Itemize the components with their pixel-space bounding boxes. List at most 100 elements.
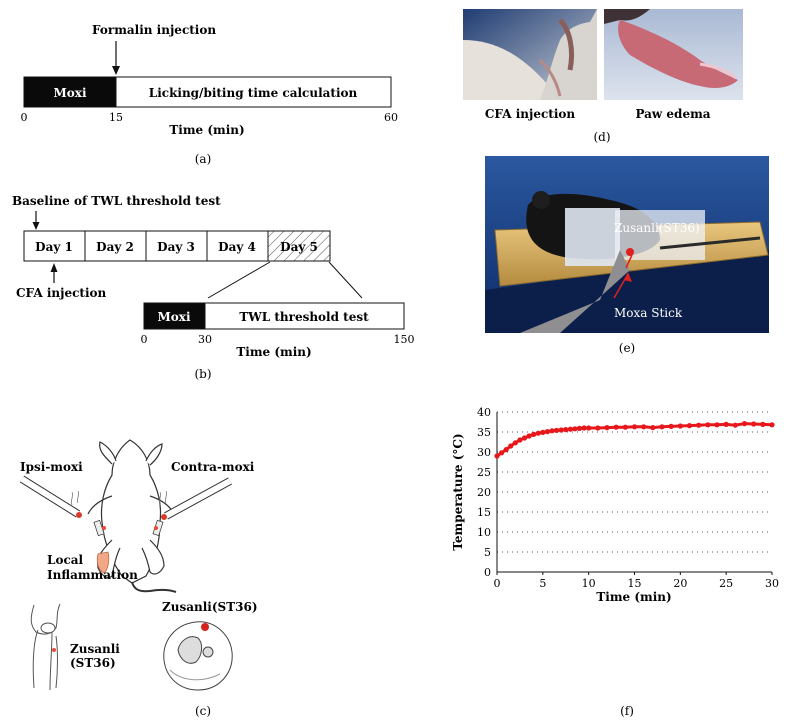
left-st36-point [102,526,106,530]
data-point [567,426,573,432]
twl-label: TWL threshold test [239,310,369,324]
data-point [595,425,601,431]
y-tick-label: 20 [477,486,491,499]
x-tick-label: 0 [494,577,501,590]
panel-label-f: (f) [620,704,634,718]
y-tick-label: 15 [477,506,491,519]
moxa-stick-label: Moxa Stick [614,306,683,320]
day-box-4 [206,230,269,262]
day-label-5: Day 5 [280,240,318,254]
day-label-3: Day 3 [157,240,195,254]
axis-title-a: Time (min) [169,123,244,137]
right-st36-point [154,526,158,530]
chart-x-label: Time (min) [596,590,671,604]
panel-e: Zusanli(ST36) Moxa Stick (e) [485,156,769,355]
x-tick-label: 25 [719,577,733,590]
data-point [526,433,532,439]
mouse-left-arm [87,495,113,515]
data-point [498,450,505,456]
ipsi-moxa-stick [19,475,82,518]
data-point [581,425,587,431]
knee-label-line2: (ST36) [70,656,116,670]
panel-b: Baseline of TWL threshold test Day 1 Day… [12,194,415,381]
data-point [512,440,518,446]
data-point [503,447,509,453]
data-point [586,425,592,431]
tick-b-30: 30 [198,333,212,346]
data-point [677,423,683,429]
x-tick-label: 15 [628,577,642,590]
tick-b-150: 150 [394,333,415,346]
left-leg-mark [93,519,105,537]
knee-bone-diagram [30,603,61,691]
data-point [517,437,523,443]
panel-label-a: (a) [195,152,212,166]
day-label-2: Day 2 [96,240,134,254]
paw-edema-caption: Paw edema [635,107,710,121]
photo-st36-label: Zusanli(ST36) [614,221,700,235]
inflammation-label-line1: Local [47,553,84,567]
y-tick-label: 40 [477,406,491,419]
panel-label-d: (d) [593,130,610,144]
contra-moxi-label: Contra-moxi [171,460,255,474]
data-point [631,424,638,430]
data-point [696,422,702,428]
data-point [622,424,628,430]
x-tick-label: 5 [539,577,546,590]
data-point [535,430,541,436]
chart-series [494,421,775,459]
moxa-setup-photo [485,156,769,333]
panel-label-e: (e) [619,341,635,355]
data-point [558,427,564,433]
data-point [714,422,720,428]
data-point [563,427,569,433]
data-point [751,421,757,427]
mouse-left-ear [99,441,117,465]
tick-a-0: 0 [21,111,28,124]
cross-section-label: Zusanli(ST36) [162,600,258,614]
cfa-injection-caption: CFA injection [485,107,576,121]
data-point [723,421,729,427]
data-point [650,425,656,431]
knee-label-line1: Zusanli [70,642,120,656]
y-tick-label: 5 [484,546,491,559]
day-box-1 [23,230,86,262]
panel-label-b: (b) [194,367,211,381]
baseline-arrow-head [32,222,40,230]
data-point [641,424,647,430]
data-point [549,428,555,434]
data-point [769,422,775,428]
data-point [741,421,748,427]
tick-a-15: 15 [109,111,123,124]
y-tick-label: 30 [477,446,491,459]
paw-edema-photo [604,9,743,100]
panel-c: Ipsi-moxi Contra-moxi Local Inflammation… [19,439,258,718]
cfa-injection-photo [463,9,597,100]
panel-label-c: (c) [195,704,211,718]
x-tick-label: 30 [765,577,779,590]
formalin-arrow-head [112,66,120,75]
twl-segment [204,302,405,330]
panel-d: CFA injection Paw edema (d) [463,9,743,144]
data-point [572,426,578,432]
data-point [576,425,583,431]
data-point [540,429,546,435]
cross-st36-point [201,623,209,631]
day-box-5 [267,230,331,262]
data-point [668,423,674,429]
moxi-label-a: Moxi [54,86,87,100]
ipsi-moxi-label: Ipsi-moxi [20,460,83,474]
chart-y-label: Temperature (°C) [451,433,465,550]
licking-label: Licking/biting time calculation [149,86,358,100]
knee-st36-point [52,648,56,652]
y-tick-label: 35 [477,426,491,439]
inflamed-paw [96,551,110,574]
inflammation-label-line2: Inflammation [47,568,138,582]
data-point [544,429,551,435]
data-point [686,423,693,429]
baseline-label: Baseline of TWL threshold test [12,194,221,208]
data-point [613,424,619,430]
